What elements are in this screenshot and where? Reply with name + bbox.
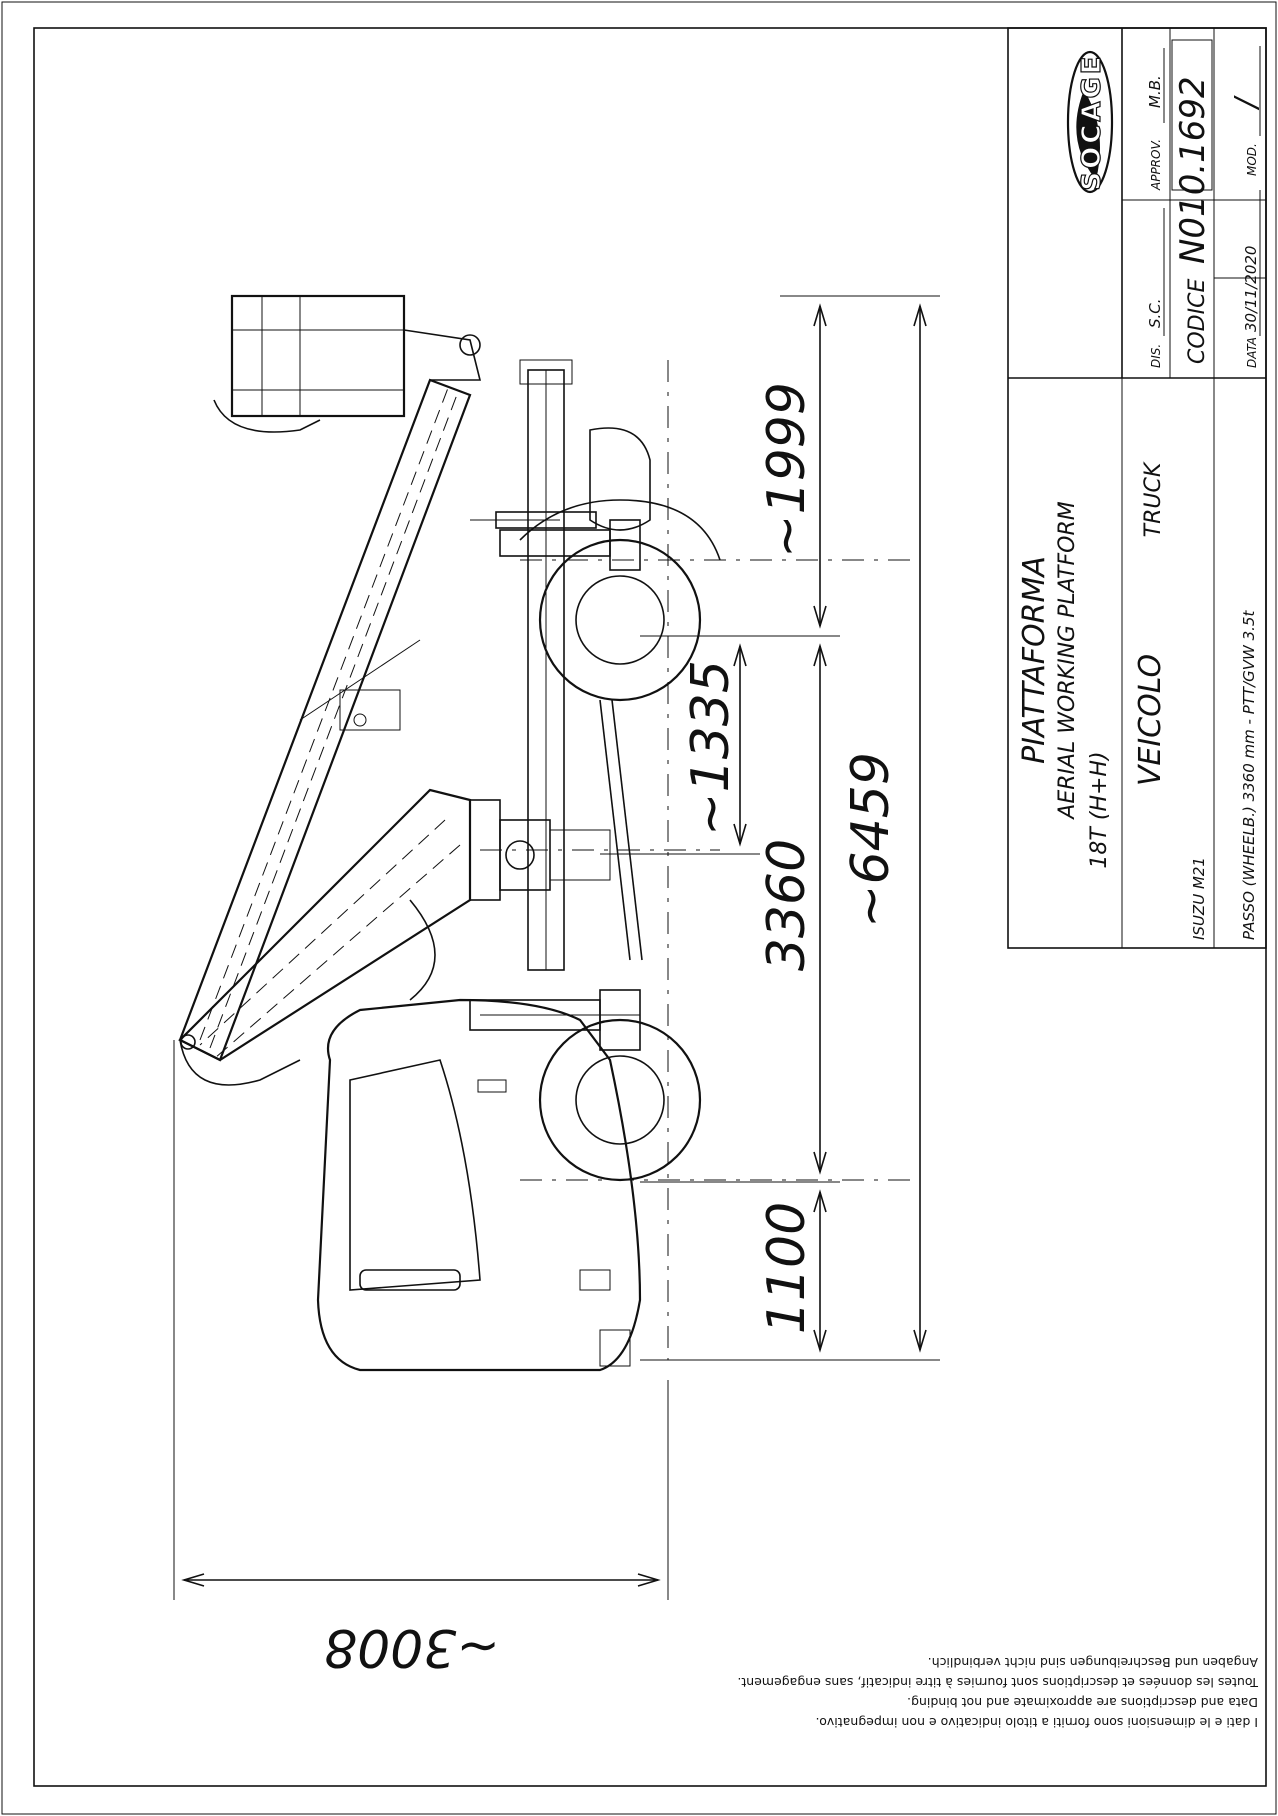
dim-overall-height: ~3008 — [324, 1617, 500, 1677]
code-value: N010.1692 — [1173, 76, 1213, 264]
vehicle-title: VEICOLO — [1133, 654, 1168, 786]
title-block-frame — [1007, 27, 1267, 949]
wheelbase-spec: PASSO (WHEELB.) 3360 mm - PTT/GVW 3.5t — [1240, 610, 1258, 940]
drawing-frame — [33, 27, 1267, 1787]
approv-value: M.B. — [1146, 75, 1164, 108]
work-basket — [213, 294, 482, 433]
door-handle — [477, 1079, 507, 1093]
front-wheel — [538, 1018, 702, 1182]
dim-rear-overhang: ~1999 — [757, 382, 817, 558]
jib-column — [470, 511, 597, 529]
date-value: 30/11/2020 — [1242, 246, 1260, 332]
dis-label: DIS. — [1149, 344, 1163, 368]
disclaimer-line-fr: Toutes les données et descriptions sont … — [737, 1675, 1259, 1690]
code-label: CODICE — [1185, 279, 1210, 364]
upper-boom — [178, 378, 472, 1062]
lower-boom — [178, 788, 472, 1086]
rear-bumper — [589, 427, 651, 531]
disclaimer-line-it: I dati e le dimensioni sono forniti a ti… — [816, 1715, 1259, 1730]
vehicle-model: ISUZU M21 — [1190, 857, 1208, 940]
dim-turret-offset: ~1335 — [681, 660, 741, 836]
disclaimer: I dati e le dimensioni sono forniti a ti… — [737, 1655, 1259, 1730]
dim-front-overhang: 1100 — [757, 1202, 817, 1334]
disclaimer-line-de: Angaben und Beschreibungen sind nicht ve… — [928, 1655, 1258, 1670]
model-label: 18T (H+H) — [1087, 751, 1112, 868]
date-label: DATA — [1245, 337, 1259, 368]
product-title: PIATTAFORMA — [1017, 556, 1052, 764]
disclaimer-line-en: Data and descriptions are approximate an… — [907, 1695, 1258, 1710]
mod-label: MOD. — [1245, 143, 1259, 176]
title-block: PIATTAFORMA AERIAL WORKING PLATFORM 18T … — [1007, 27, 1267, 949]
truck-platform-drawing — [178, 294, 920, 1372]
cab-window — [349, 1059, 481, 1291]
logo-text: SOCAGE — [1077, 53, 1107, 190]
vehicle-type: TRUCK — [1141, 461, 1166, 537]
approv-label: APPROV. — [1149, 139, 1163, 191]
mod-value: / — [1229, 95, 1264, 111]
dis-value: S.C. — [1146, 298, 1164, 328]
rear-wheel — [519, 499, 721, 702]
product-subtitle: AERIAL WORKING PLATFORM — [1055, 501, 1080, 820]
outrigger-rear — [499, 519, 641, 571]
dim-overall-length: ~6459 — [841, 752, 901, 928]
dim-wheelbase: 3360 — [757, 839, 817, 971]
socage-logo: SOCAGE — [1066, 50, 1114, 194]
outrigger-front — [469, 989, 641, 1051]
truck-cab — [316, 998, 642, 1372]
dimension-lines: ~1999 3360 1100 ~6459 ~1335 ~3008 — [173, 295, 940, 1677]
side-mirror — [359, 1269, 461, 1291]
